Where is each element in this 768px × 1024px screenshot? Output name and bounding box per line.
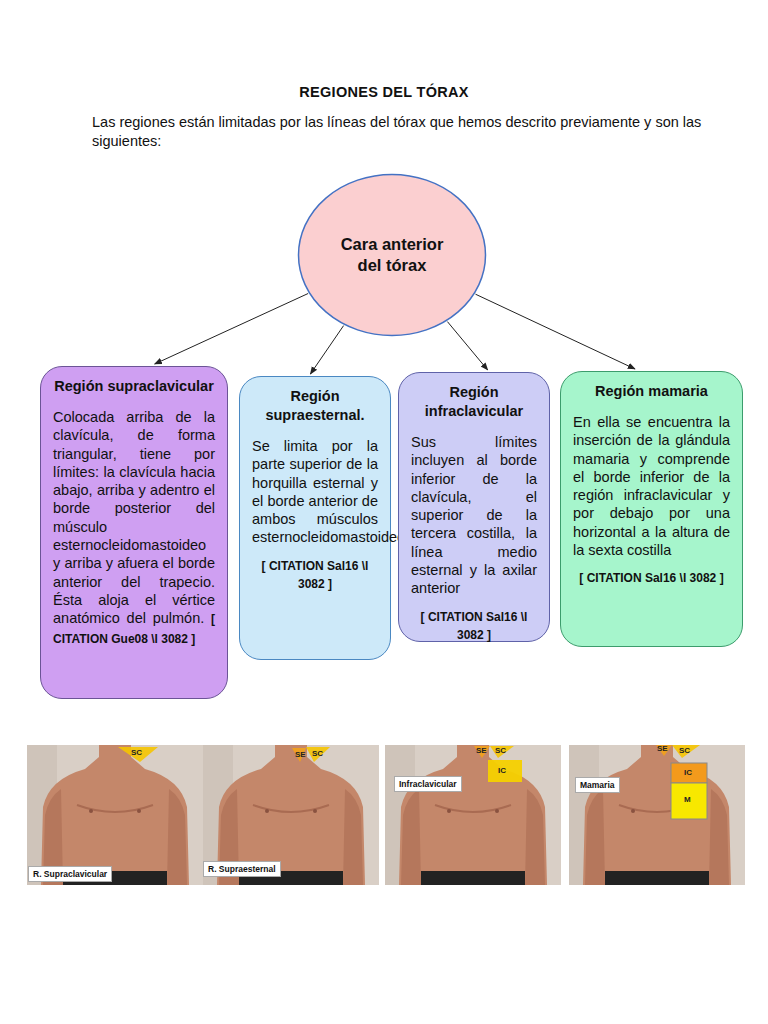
citation-field: [ CITATION Sal16 \l 3082 ]	[573, 569, 730, 587]
connector-arrow	[155, 294, 308, 365]
photo-caption: Infraclavicular	[394, 776, 462, 792]
region-tag: IC	[684, 768, 692, 777]
region-box: Región supraesternal. Se limita por la pa…	[239, 376, 391, 660]
region-tag: SC	[495, 746, 506, 755]
ellipse-shape	[299, 175, 486, 336]
region-tag: SE	[476, 746, 487, 755]
topic-text: Cara anterior del tórax	[297, 173, 487, 337]
region-description: Colocada arriba de la clavícula, de form…	[53, 408, 215, 648]
region-tag: SE	[657, 744, 668, 753]
ellipse-outline	[297, 173, 487, 337]
photo-caption: Mamaria	[575, 777, 620, 793]
region-heading: Región supraclavicular	[53, 377, 215, 396]
photo-caption: R. Supraclavicular	[28, 866, 112, 882]
page-title: REGIONES DEL TÓRAX	[0, 84, 768, 100]
citation-field: [ CITATION Sal16 \l 3082 ]	[411, 608, 537, 644]
intro-text: Las regiones están limitadas por las lín…	[92, 113, 752, 151]
region-description: Sus límites incluyen al borde inferior d…	[411, 433, 537, 598]
region-heading: Región mamaria	[573, 382, 730, 401]
region-tag: IC	[498, 766, 506, 775]
topic-label: Cara anterior del tórax	[337, 234, 447, 276]
region-tag: SE	[295, 750, 306, 759]
region-box: Región supraclavicularColocada arriba de…	[40, 366, 228, 699]
photo-caption: R. Supraesternal	[203, 861, 281, 877]
region-tag: SC	[679, 746, 690, 755]
connector-arrow	[447, 322, 487, 370]
region-box: Región mamaria En ella se encuentra la in…	[560, 371, 743, 647]
connector-arrow	[476, 294, 636, 369]
citation-field: [ CITATION Sal16 \l 3082 ]	[252, 557, 378, 593]
connector-arrow	[310, 326, 343, 374]
citation-field: [ CITATION Gue08 \l 3082 ]	[53, 612, 215, 645]
region-tag: SC	[131, 748, 142, 757]
region-heading: Región supraesternal.	[252, 387, 378, 425]
topic-ellipse: Cara anterior del tórax	[297, 173, 487, 337]
region-description: En ella se encuentra la inserción de la …	[573, 413, 730, 559]
region-heading: Región infraclavicular	[411, 383, 537, 421]
region-tag: M	[684, 795, 691, 804]
region-tag: SC	[312, 749, 323, 758]
region-description: Se limita por la parte superior de la ho…	[252, 437, 378, 547]
region-box: Región infraclavicularSus límites incluy…	[398, 372, 550, 642]
